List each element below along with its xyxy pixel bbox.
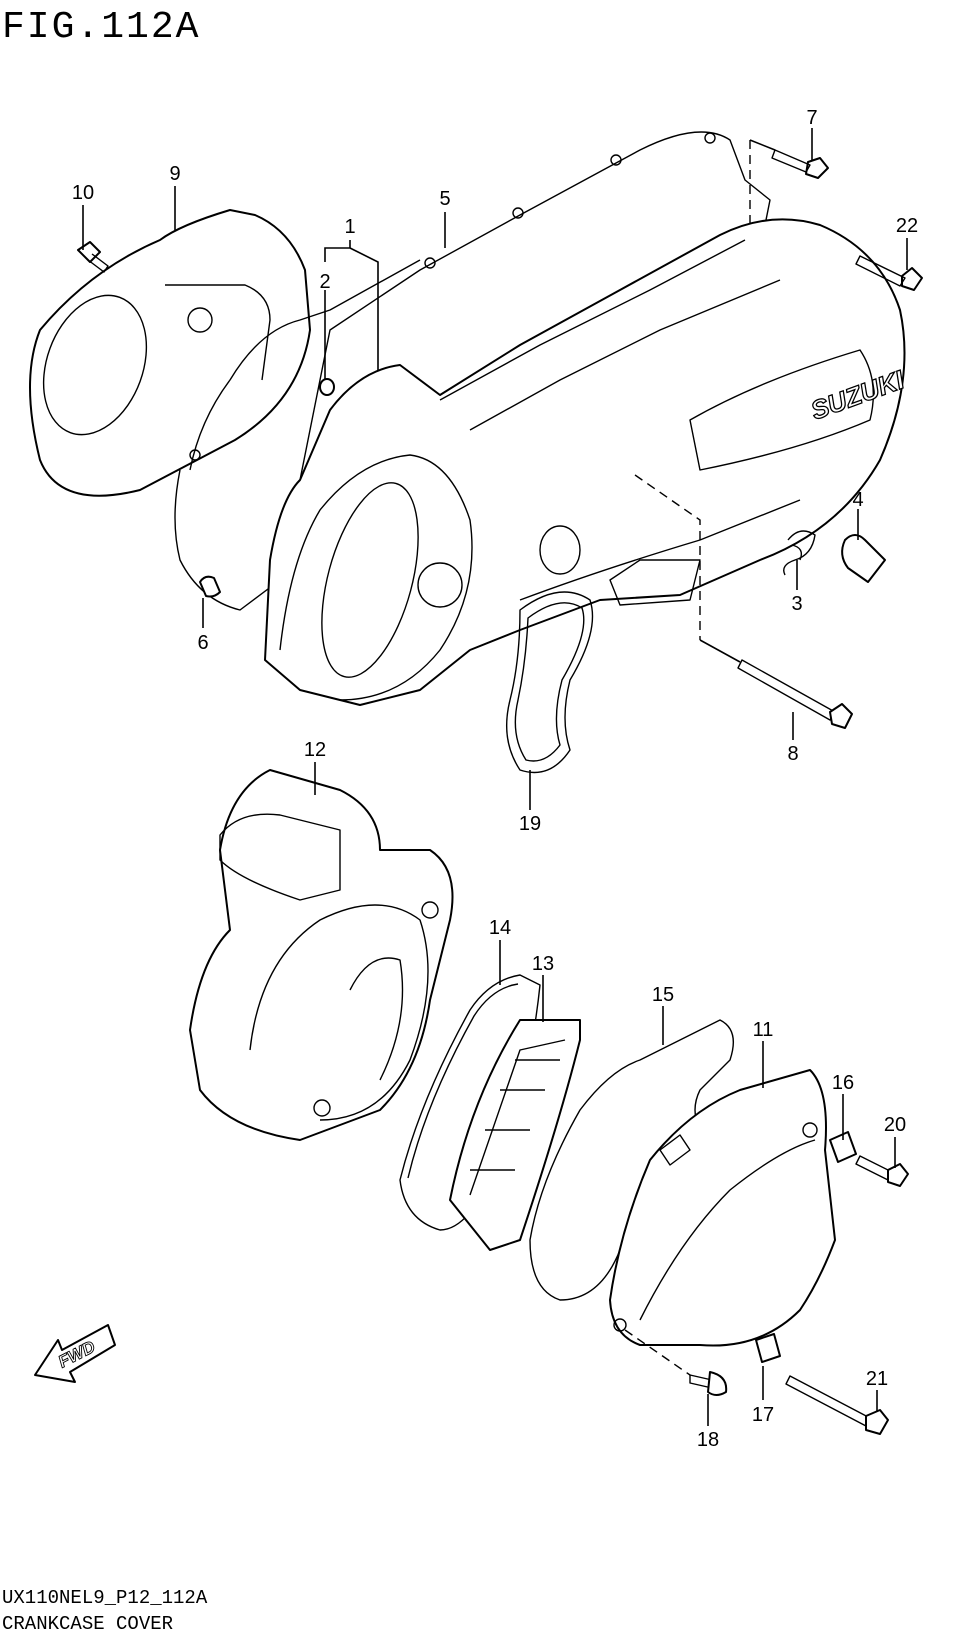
callout-16: 16 [832, 1072, 854, 1094]
part-19-seal [505, 591, 594, 774]
callout-21: 21 [866, 1368, 888, 1390]
callout-22: 22 [896, 215, 918, 237]
part-15-seal [529, 1019, 734, 1301]
leader-lines [82, 128, 908, 1426]
part-16-collar [829, 1131, 857, 1163]
drawing-code: UX110NEL9_P12_112A [2, 1587, 208, 1609]
part-2-pin [319, 378, 335, 396]
callout-1: 1 [344, 216, 355, 238]
part-17-collar [755, 1333, 781, 1363]
fwd-arrow-mark: FWD [34, 1324, 116, 1383]
callout-4: 4 [852, 489, 863, 511]
part-11-outer-cover [609, 1069, 836, 1347]
part-13-element-frame [449, 1019, 581, 1251]
callout-3: 3 [791, 593, 802, 615]
callout-10: 10 [72, 182, 94, 204]
part-4-hose [841, 534, 886, 583]
part-20-bolt [855, 1155, 909, 1187]
callout-19: 19 [519, 813, 541, 835]
part-3-clip [783, 530, 816, 576]
callout-11: 11 [753, 1019, 774, 1041]
callout-12: 12 [304, 739, 326, 761]
part-22-bolt [855, 255, 923, 291]
figure-title: FIG.112A [2, 6, 201, 49]
callout-5: 5 [439, 188, 450, 210]
part-1-crankcase-cover: SUZUKI [264, 218, 909, 706]
callout-6: 6 [197, 632, 208, 654]
callout-18: 18 [697, 1429, 719, 1451]
part-9-cover-plate [29, 209, 311, 497]
callout-7: 7 [806, 107, 817, 129]
callout-8: 8 [787, 743, 798, 765]
part-6-dowel [199, 575, 221, 598]
part-12-intake-cover [189, 769, 454, 1141]
callout-labels: 1 2 3 4 5 6 7 8 9 10 11 12 13 14 15 16 1… [72, 107, 918, 1451]
part-8-bolt [737, 659, 853, 729]
callout-2: 2 [319, 271, 330, 293]
part-5-gasket [174, 131, 771, 611]
callout-17: 17 [752, 1404, 774, 1426]
callout-9: 9 [169, 163, 180, 185]
figure-caption: CRANKCASE COVER [2, 1613, 174, 1635]
callout-15: 15 [652, 984, 674, 1006]
callout-14: 14 [489, 917, 511, 939]
callout-20: 20 [884, 1114, 906, 1136]
callout-13: 13 [532, 953, 554, 975]
part-18-screw [689, 1371, 728, 1396]
part-7-bolt [771, 149, 829, 179]
